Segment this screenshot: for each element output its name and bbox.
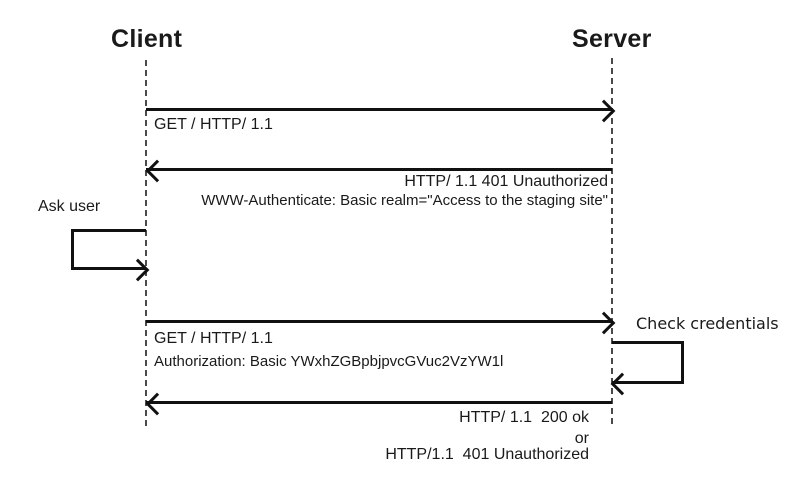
message-2-header-text: WWW-Authenticate: Basic realm="Access to… [201, 192, 608, 209]
message-arrow-4 [146, 401, 612, 404]
client-lifeline [145, 60, 147, 430]
message-3-request-text: GET / HTTP/ 1.1 [154, 330, 273, 347]
ask-user-self-loop [71, 229, 146, 270]
message-arrow-3 [146, 320, 612, 323]
message-4-or-text: or [574, 430, 589, 447]
actor-client-label: Client [111, 25, 183, 53]
message-4-response-ok-text: HTTP/ 1.1 200 ok [459, 409, 589, 426]
message-3-authorization-text: Authorization: Basic YWxhZGBpbjpvcGVuc2V… [154, 353, 504, 370]
message-2-status-text: HTTP/ 1.1 401 Unauthorized [404, 173, 608, 190]
server-lifeline [611, 58, 613, 428]
message-4-response-unauthorized-text: HTTP/1.1 401 Unauthorized [385, 446, 589, 463]
check-credentials-self-loop [612, 341, 684, 384]
ask-user-label: Ask user [38, 198, 101, 215]
check-credentials-label: Check credentials [636, 314, 779, 333]
actor-server-label: Server [572, 25, 652, 53]
message-arrow-2 [146, 168, 612, 171]
message-1-request-text: GET / HTTP/ 1.1 [154, 116, 273, 133]
message-arrow-1 [146, 108, 612, 111]
